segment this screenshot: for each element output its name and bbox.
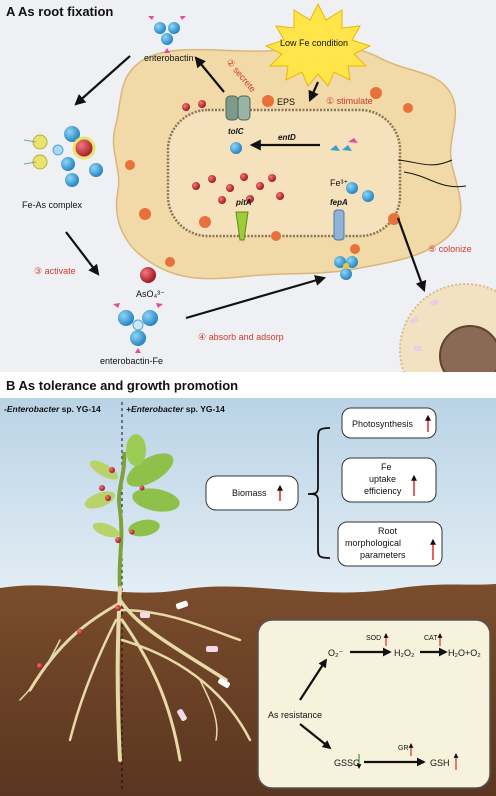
fe-uptake-label-3: efficiency — [364, 486, 402, 496]
as-resistance-box — [257, 619, 491, 789]
fe-uptake-label-1: Fe — [381, 462, 392, 472]
activate-label: ③ activate — [34, 266, 76, 276]
colonize-label: ⑤ colonize — [428, 244, 472, 254]
root-label-3: parameters — [360, 550, 406, 560]
cat-label: CAT — [424, 635, 438, 642]
panel-a-title: A As root fixation — [6, 4, 113, 19]
roots — [19, 586, 252, 762]
enterobactin-fe-icon — [113, 303, 163, 353]
enterobactin-icon — [148, 16, 186, 53]
colonize-arrow — [396, 217, 427, 293]
eps-label: EPS — [277, 97, 295, 107]
to-complex-arrow — [74, 55, 131, 106]
as-resistance-arrow-up — [299, 658, 327, 701]
fe-uptake-box — [341, 457, 437, 503]
root-label-1: Root — [378, 526, 398, 536]
cell-membrane — [166, 108, 402, 238]
brace — [307, 427, 331, 559]
h2o2-label: H₂O₂ — [394, 648, 415, 658]
arsenate-icon — [140, 267, 156, 283]
gsh-label: GSH — [430, 758, 450, 768]
fe-as-complex-label: Fe-As complex — [22, 200, 83, 210]
pita-label: pitA — [235, 198, 252, 207]
gssg-label: GSSG — [334, 758, 360, 768]
enterobactin-label: enterobactin — [144, 53, 194, 63]
fepa-transporter — [333, 209, 345, 241]
stimulate-label: ① stimulate — [326, 96, 373, 106]
intracellular-enterobactin — [230, 138, 358, 154]
plant — [84, 434, 180, 589]
panel-b-title: B As tolerance and growth promotion — [6, 378, 238, 393]
activate-arrow — [65, 231, 100, 276]
crack-line — [403, 171, 467, 188]
root-label-2: morphological — [345, 538, 401, 548]
panel-b: B As tolerance and growth promotion -Ent… — [0, 372, 496, 796]
as-resistance-arrow-down — [299, 723, 332, 750]
biomass-box — [205, 475, 299, 511]
tolc-channel — [225, 95, 251, 121]
enterobactin-fe-label: enterobactin-Fe — [100, 356, 163, 366]
root-morphology-box — [337, 521, 443, 567]
tolc-label: tolC — [228, 127, 244, 136]
fepa-label: fepA — [330, 198, 348, 207]
stimulate-arrow — [308, 81, 320, 103]
secrete-arrow — [194, 56, 225, 93]
root-bacteria — [37, 600, 230, 721]
entd-label: entD — [278, 133, 296, 142]
h2o-o2-label: H₂O+O₂ — [448, 648, 481, 658]
arsenate-particles-intracellular — [182, 100, 284, 204]
absorb-label: ④ absorb and adsorp — [198, 332, 284, 342]
crack-line — [397, 159, 453, 166]
biomass-label: Biomass — [232, 488, 267, 498]
pita-transporter — [235, 211, 249, 241]
sod-label: SOD — [366, 635, 381, 642]
fe-enterobactin-near-fepa — [334, 182, 374, 280]
gr-label: GR — [398, 745, 409, 752]
photosynthesis-label: Photosynthesis — [352, 419, 414, 429]
low-fe-starburst — [264, 2, 372, 87]
minus-enterobacter-label: -Enterobacter sp. YG-14 — [4, 404, 101, 414]
plus-enterobacter-label: +Enterobacter sp. YG-14 — [126, 404, 225, 414]
fe3-label: Fe³⁺ — [330, 178, 349, 188]
low-fe-label: Low Fe condition — [280, 38, 348, 48]
as-resistance-label: As resistance — [268, 710, 322, 720]
photosynthesis-box — [341, 407, 437, 439]
eps-particles — [125, 87, 413, 267]
o2-label: O₂⁻ — [328, 648, 343, 658]
arsenate-label: AsO₄³⁻ — [136, 289, 165, 299]
absorb-arrow — [185, 275, 327, 320]
panel-a: A As root fixation tolC EPS e — [0, 0, 496, 417]
fe-as-complex-icon — [23, 126, 103, 187]
fe-uptake-label-2: uptake — [369, 474, 396, 484]
